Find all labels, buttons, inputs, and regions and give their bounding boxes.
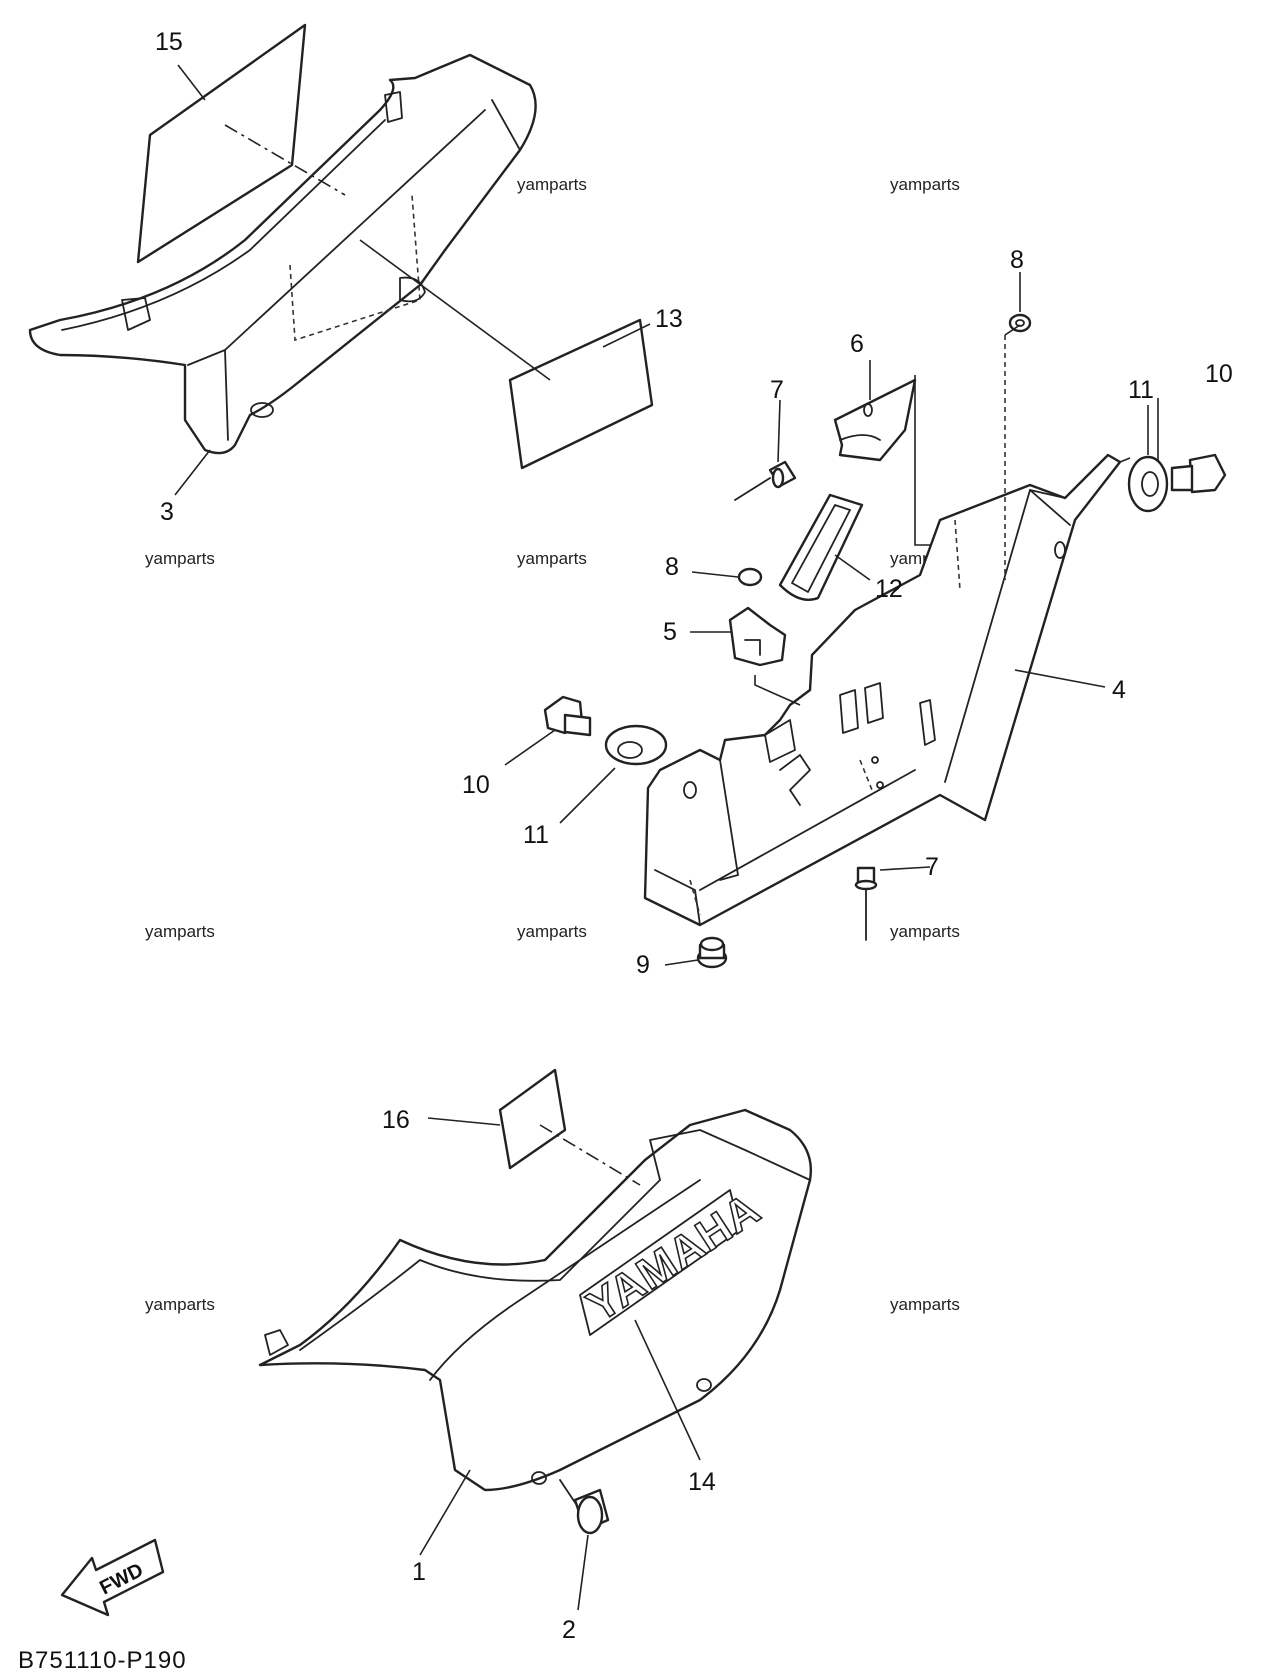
watermark-text: yamparts <box>517 175 587 194</box>
watermark-text: yamparts <box>890 922 960 941</box>
watermark-text: yamparts <box>890 175 960 194</box>
part-4-bracket-panel <box>643 453 1122 927</box>
callout-6: 6 <box>850 330 864 358</box>
assembly-line <box>1004 324 1021 336</box>
part-16-label <box>498 1068 567 1170</box>
part-12-strap <box>778 493 864 602</box>
callout-13: 13 <box>655 305 683 333</box>
assembly-line <box>1119 457 1131 463</box>
part-8-washer-lower <box>737 567 763 587</box>
part-8-washer-upper <box>1008 313 1032 333</box>
callout-7-upper: 7 <box>770 376 784 404</box>
part-7-rivet-upper <box>734 460 797 501</box>
washer-hole <box>1015 319 1025 327</box>
leader-line <box>224 124 346 196</box>
part-13-label <box>508 318 654 470</box>
assembly-line <box>914 375 930 546</box>
part-6-holder <box>833 378 917 462</box>
drawing-code: B751110-P190 <box>18 1647 187 1674</box>
watermark-text: yamparts <box>890 1295 960 1314</box>
callout-8-upper: 8 <box>1010 246 1024 274</box>
callout-10-left: 10 <box>462 771 490 799</box>
leader-line <box>539 1124 641 1186</box>
callout-12: 12 <box>875 575 903 603</box>
callout-numbers: 15 13 3 8 6 10 11 7 8 12 5 4 10 11 7 9 1… <box>155 28 1233 1644</box>
callout-7-lower: 7 <box>925 853 939 881</box>
part-15-label <box>136 23 307 264</box>
callout-4: 4 <box>1112 676 1126 704</box>
callout-16: 16 <box>382 1106 410 1134</box>
forward-direction-arrow: FWD <box>60 1538 165 1617</box>
callout-leaders <box>174 64 1159 1611</box>
watermark-text: yamparts <box>517 549 587 568</box>
callout-10-right: 10 <box>1205 360 1233 388</box>
part-10-bolt-left <box>543 695 592 737</box>
callout-5: 5 <box>663 618 677 646</box>
part-3-side-cover-left <box>28 53 537 455</box>
assembly-line <box>754 675 801 706</box>
callout-1: 1 <box>412 1558 426 1586</box>
callout-9: 9 <box>636 951 650 979</box>
part-5-clip <box>728 606 787 667</box>
callout-15: 15 <box>155 28 183 56</box>
callout-8-lower: 8 <box>665 553 679 581</box>
part-11-grommet-right <box>1127 455 1169 513</box>
part-11-grommet-left <box>604 724 668 766</box>
part-10-bolt-right <box>1170 453 1227 494</box>
watermark-text: yamparts <box>145 549 215 568</box>
callout-3: 3 <box>160 498 174 526</box>
watermark-text: yamparts <box>145 1295 215 1314</box>
part-7-rivet-lower <box>854 866 878 941</box>
callout-11-right: 11 <box>1128 376 1154 404</box>
leader-line <box>359 239 551 381</box>
callout-14: 14 <box>688 1468 716 1496</box>
callout-11-left: 11 <box>523 821 549 849</box>
part-9-grommet <box>696 936 728 969</box>
part-1-side-cover-right <box>258 1108 812 1492</box>
watermark-text: yamparts <box>145 922 215 941</box>
part-2-screw <box>559 1479 610 1535</box>
callout-2: 2 <box>562 1616 576 1644</box>
watermark-text: yamparts <box>517 922 587 941</box>
